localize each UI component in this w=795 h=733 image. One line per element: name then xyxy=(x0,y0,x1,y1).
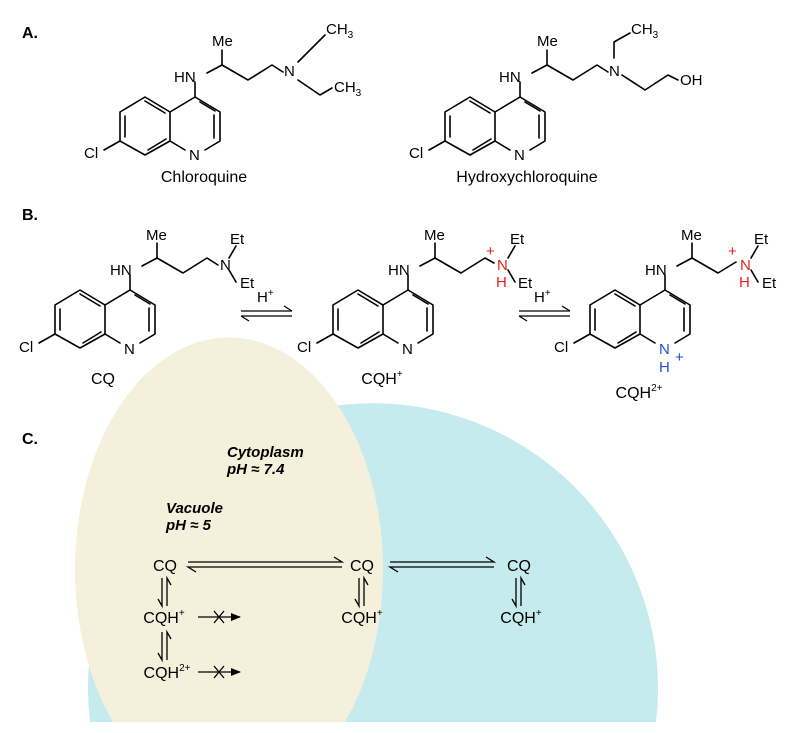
cqh-hn: HN xyxy=(388,262,410,279)
cqh2-n-amine: N xyxy=(740,257,751,274)
chloroquine-name: Chloroquine xyxy=(161,169,247,186)
cqh2-et2: Et xyxy=(762,275,777,292)
vac-cq: CQ xyxy=(153,558,177,575)
hcq-a-hn: HN xyxy=(499,69,521,86)
cqh-structure: HN Me N H + Et Et Cl N xyxy=(297,227,533,358)
vac-equilibrium-1 xyxy=(157,575,172,609)
cqh-cl: Cl xyxy=(297,339,311,356)
cq-a-cl: Cl xyxy=(84,145,98,162)
cytoplasm-ph: pH ≈ 7.4 xyxy=(226,461,285,478)
blocked-arrow-cqh2 xyxy=(198,665,241,679)
cq-cl: Cl xyxy=(19,339,33,356)
cq-a-me: Me xyxy=(212,33,233,50)
eq1-h-plus: H+ xyxy=(257,288,274,306)
panel-b-label: B. xyxy=(22,207,38,224)
vac-cqh2: CQH2+ xyxy=(144,663,191,682)
cqh-et2: Et xyxy=(518,275,533,292)
cqh-name: CQH+ xyxy=(361,369,403,388)
cq-structure: HN Me N Et Et Cl N xyxy=(19,227,255,358)
cq-a-n-amine: N xyxy=(284,63,295,80)
cqh2-me: Me xyxy=(681,227,702,244)
cqh2-plus-amine: + xyxy=(728,243,737,260)
cqh2-plus-ring: + xyxy=(675,349,684,366)
cqh-et1: Et xyxy=(510,231,525,248)
cyto-cq: CQ xyxy=(350,558,374,575)
cq-a-n-ring: N xyxy=(189,147,200,164)
cq-a-ch3-upper: CH3 xyxy=(326,21,354,41)
equilibrium-arrow-2 xyxy=(518,305,571,322)
cqh2-name: CQH2+ xyxy=(616,383,663,402)
cyto-equilibrium xyxy=(354,575,369,609)
cqh2-n-ring: N xyxy=(659,341,670,358)
cqh2-hn: HN xyxy=(645,262,667,279)
hcq-a-ch3: CH3 xyxy=(631,21,659,41)
cq-hn: HN xyxy=(110,262,132,279)
hcq-a-n-amine: N xyxy=(609,63,620,80)
blocked-arrow-cqh xyxy=(198,610,241,624)
panel-a-label: A. xyxy=(22,25,38,42)
out-cq: CQ xyxy=(507,558,531,575)
hydroxychloroquine-name: Hydroxychloroquine xyxy=(456,169,598,186)
cytoplasm-title: Cytoplasm xyxy=(227,444,304,461)
cqh-n-ring: N xyxy=(402,341,413,358)
cqh-me: Me xyxy=(424,227,445,244)
cq-me: Me xyxy=(146,227,167,244)
cq-a-hn: HN xyxy=(174,69,196,86)
hcq-a-n-ring: N xyxy=(514,147,525,164)
vac-equilibrium-2 xyxy=(157,629,172,663)
hcq-a-cl: Cl xyxy=(409,145,423,162)
cqh2-structure: HN Me N H + Et Et Cl N H + xyxy=(554,227,777,376)
equilibrium-arrow-1 xyxy=(240,305,293,322)
hydroxychloroquine-structure: HN Me N CH3 OH Cl N xyxy=(409,21,703,164)
out-equilibrium xyxy=(511,575,526,609)
cqh2-cl: Cl xyxy=(554,339,568,356)
cq-name: CQ xyxy=(91,371,115,388)
cq-n-ring: N xyxy=(124,341,135,358)
cyto-cqh: CQH+ xyxy=(341,608,383,627)
cqh2-h-ring: H xyxy=(659,359,670,376)
chloroquine-structure: HN Me N CH3 CH3 Cl N xyxy=(84,21,362,164)
cqh-plus-amine: + xyxy=(486,243,495,260)
cqh-n-amine: N xyxy=(497,257,508,274)
cqh2-h-amine: H xyxy=(739,274,750,291)
vacuole-region xyxy=(75,337,384,722)
equilibrium-cyto-out xyxy=(387,556,497,573)
eq2-h-plus: H+ xyxy=(534,288,551,306)
out-cqh: CQH+ xyxy=(500,608,542,627)
vacuole-ph: pH ≈ 5 xyxy=(165,517,212,534)
cqh2-et1: Et xyxy=(754,231,769,248)
hcq-a-me: Me xyxy=(537,33,558,50)
panel-c-label: C. xyxy=(22,431,38,448)
vac-cqh: CQH+ xyxy=(143,608,185,627)
cqh-h-amine: H xyxy=(496,274,507,291)
cq-n-amine: N xyxy=(220,257,231,274)
equilibrium-vac-cyto xyxy=(185,556,345,573)
cq-et2: Et xyxy=(240,275,255,292)
vacuole-title: Vacuole xyxy=(166,500,223,517)
cq-et1: Et xyxy=(230,231,245,248)
cq-a-ch3-lower: CH3 xyxy=(334,79,362,99)
hcq-a-oh: OH xyxy=(680,72,703,89)
